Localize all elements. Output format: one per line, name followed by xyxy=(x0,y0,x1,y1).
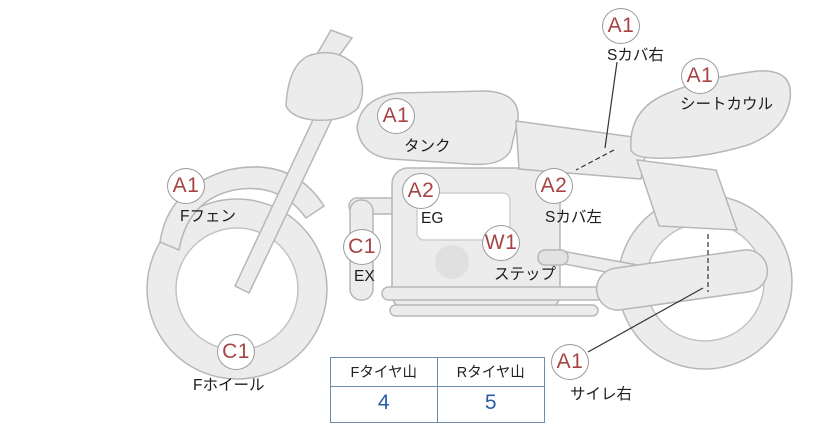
grade-badge-exhaust: C1 xyxy=(343,229,381,265)
headlight-shape xyxy=(285,51,364,121)
side-cover-shape xyxy=(515,120,649,180)
grade-badge-side-cover-left: A2 xyxy=(535,168,573,204)
front-tire-header: Fタイヤ山 xyxy=(331,358,438,387)
grade-badge-tank: A1 xyxy=(377,98,415,134)
leader-line-scover-right xyxy=(604,61,618,149)
part-label-exhaust: EX xyxy=(354,268,375,285)
grade-badge-seat-cowl: A1 xyxy=(681,58,719,94)
part-label-tank: タンク xyxy=(404,138,451,155)
exhaust-pipe-shape xyxy=(381,286,605,301)
leader-line-silencer xyxy=(587,287,704,353)
part-label-step: ステップ xyxy=(494,266,557,283)
seat-cowl-shape xyxy=(630,70,792,159)
part-label-side-cover-left: Sカバ左 xyxy=(545,209,602,226)
rear-tire-value: 5 xyxy=(484,391,497,414)
grade-badge-engine: A2 xyxy=(402,173,440,209)
part-label-front-wheel: Fホイール xyxy=(193,377,265,394)
tire-tread-table: Fタイヤ山 Rタイヤ山 4 5 xyxy=(330,357,545,423)
grade-badge-front-fender: A1 xyxy=(167,168,205,204)
muffler-shape xyxy=(595,249,769,311)
part-label-front-fender: Fフェン xyxy=(180,208,236,225)
grade-badge-silencer-right: A1 xyxy=(551,344,589,380)
part-label-seat-cowl: シートカウル xyxy=(680,96,774,113)
rear-tire-header: Rタイヤ山 xyxy=(437,358,544,387)
part-label-silencer-right: サイレ右 xyxy=(570,386,633,403)
rear-frame-shape xyxy=(635,159,739,231)
front-tire-value: 4 xyxy=(331,387,438,422)
step-shape xyxy=(537,249,569,266)
grade-badge-side-cover-right: A1 xyxy=(602,8,640,44)
part-label-engine: EG xyxy=(421,210,444,227)
part-label-side-cover-right: Sカバ右 xyxy=(607,47,664,64)
grade-badge-front-wheel: C1 xyxy=(217,334,255,370)
grade-badge-step: W1 xyxy=(482,225,520,261)
leader-dash-scover-right xyxy=(575,149,615,171)
